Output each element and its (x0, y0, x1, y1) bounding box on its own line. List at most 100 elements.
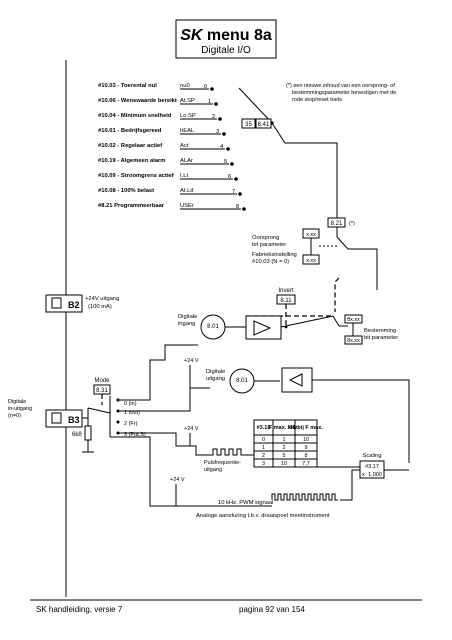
dig-out-line-1: Digitale (206, 369, 225, 375)
source-label: #10.06 - Wenswaarde bereikt (98, 98, 177, 104)
table-cell: 8 (304, 453, 307, 459)
dig-out-buffer (288, 373, 303, 387)
b2-line-1: +24V uitgang (85, 296, 119, 302)
resistor (84, 425, 92, 441)
table-cell: 5 (282, 453, 285, 459)
note: (*) een nieuwe inhoud van een oorsprong-… (286, 83, 396, 103)
input-wire (118, 344, 198, 401)
b3-side-2: in-uitgang (8, 406, 32, 412)
origin-line-4: #10.03 (N = 0) (252, 259, 289, 265)
origin-line-1: Oorsprong (252, 235, 279, 241)
invert-label: Invert (278, 288, 293, 294)
origin-xx-bottom: x.xx (306, 258, 316, 264)
table-cell: 1 (282, 437, 285, 443)
source-number: 8 (236, 204, 239, 210)
origin-param: Oorsprong bit parameter Fabrieksinstelli… (252, 228, 337, 265)
dig-in-line-1: Digitale (178, 314, 197, 320)
dig-in-out (280, 315, 334, 328)
source-code: USEr (180, 203, 194, 209)
mode-blade (87, 407, 111, 414)
b2-terminal: B2 +24V uitgang (100 mA) (45, 294, 119, 313)
source-contact (222, 132, 226, 136)
source-code: Lo.SP (180, 113, 196, 119)
dest-line-1: Bestemming (364, 328, 396, 334)
selector-wire (271, 122, 338, 218)
source-number: 0 (204, 84, 207, 90)
footer-right: pagina 92 van 154 (239, 605, 305, 614)
origin-switch-blade (336, 236, 349, 250)
pwm-label: 10 kHz. PWM signaal (218, 500, 273, 506)
supply-2: +24 V (184, 426, 199, 432)
mode-label: Mode (94, 378, 110, 384)
dig-in-line-2: ingang (178, 321, 195, 327)
scaling-value: 1,000 (368, 472, 382, 478)
dig-in-buffer (253, 320, 272, 336)
b3-wire (82, 408, 89, 419)
selector-range: 35 (245, 122, 252, 128)
mode-option-1: 1 (out) (124, 410, 140, 416)
source-param-value: 8.21 (331, 221, 343, 227)
origin-dashed-link (334, 277, 340, 312)
supply-1: +24 V (184, 358, 199, 364)
pulse-wire (118, 432, 208, 456)
output-wire (118, 388, 191, 412)
table-cell: 10 (303, 437, 309, 443)
source-row: #10.04 - Minimum snelheid Lo.SP 2 (98, 113, 222, 121)
pwm-tie (340, 469, 360, 501)
origin-out-wire (348, 248, 378, 290)
selector-range-box (241, 118, 256, 129)
pulse-line-2: uitgang (204, 467, 222, 473)
source-code: hEAL (180, 128, 195, 134)
table-header-cell: bit bij F max. (289, 425, 323, 431)
source-label: #10.08 - 100% belast (98, 188, 154, 194)
source-label: #10.09 - Stroomgrens actief (98, 173, 174, 179)
source-contact (226, 147, 230, 151)
source-label: #10.02 - Regelaar actief (98, 143, 162, 149)
selector-param-box (255, 118, 272, 129)
b3-terminal: B3 Digitale in-uitgang (n=0) 6k8 (8, 399, 94, 453)
dig-in-param: 8.01 (207, 324, 219, 330)
b2-line-2: (100 mA) (88, 304, 112, 310)
scaling-param: #3.17 (365, 464, 379, 470)
dest-xx-top: 8x.xx (347, 317, 360, 323)
selector-blade (238, 87, 273, 124)
source-number: 4 (220, 144, 224, 150)
source-contact (242, 207, 246, 211)
b2-square (51, 297, 62, 309)
table-cell: 2 (262, 453, 265, 459)
source-contact (210, 87, 214, 91)
source-code: At.SP (180, 98, 195, 104)
source-number: 2 (212, 114, 215, 120)
source-number: 7 (232, 189, 235, 195)
note-line-1: (*) een nieuwe inhoud van een oorsprong-… (286, 83, 395, 89)
source-contact (238, 192, 242, 196)
b3-label: B3 (68, 415, 80, 425)
source-code: At.Ld (180, 188, 194, 194)
source-code: I.Lt (180, 173, 188, 179)
digital-input: Digitale ingang 8.01 (178, 314, 334, 340)
origin-line-2: bit parameter (252, 242, 286, 248)
source-contact (214, 102, 218, 106)
source-label: #10.04 - Minimum snelheid (98, 113, 172, 119)
source-code: nu0 (180, 83, 190, 89)
b3-square (51, 412, 62, 424)
source-contact (230, 162, 234, 166)
table-header-cell: #3.18 (257, 425, 271, 431)
pwm-wire (110, 436, 195, 507)
source-label: #10.01 - Bedrijfsgereed (98, 128, 162, 134)
dest-line-2: bit parameter (364, 335, 398, 341)
table-cell: 3 (262, 461, 265, 467)
scaling: Scaling #3.17 x 1,000 (359, 453, 409, 479)
note-line-3: rode stop/reset toets (292, 97, 342, 103)
page-title: SK menu 8a (180, 27, 272, 44)
mode-option-2: 2 (Fr) (124, 421, 138, 427)
pwm: 10 kHz. PWM signaal Analoge aansturing t… (195, 469, 360, 519)
source-param-mark: (*) (349, 221, 355, 227)
source-param: 8.21 (*) (327, 217, 355, 228)
source-contact (234, 177, 238, 181)
b3-side-3: (n=0) (8, 413, 21, 419)
